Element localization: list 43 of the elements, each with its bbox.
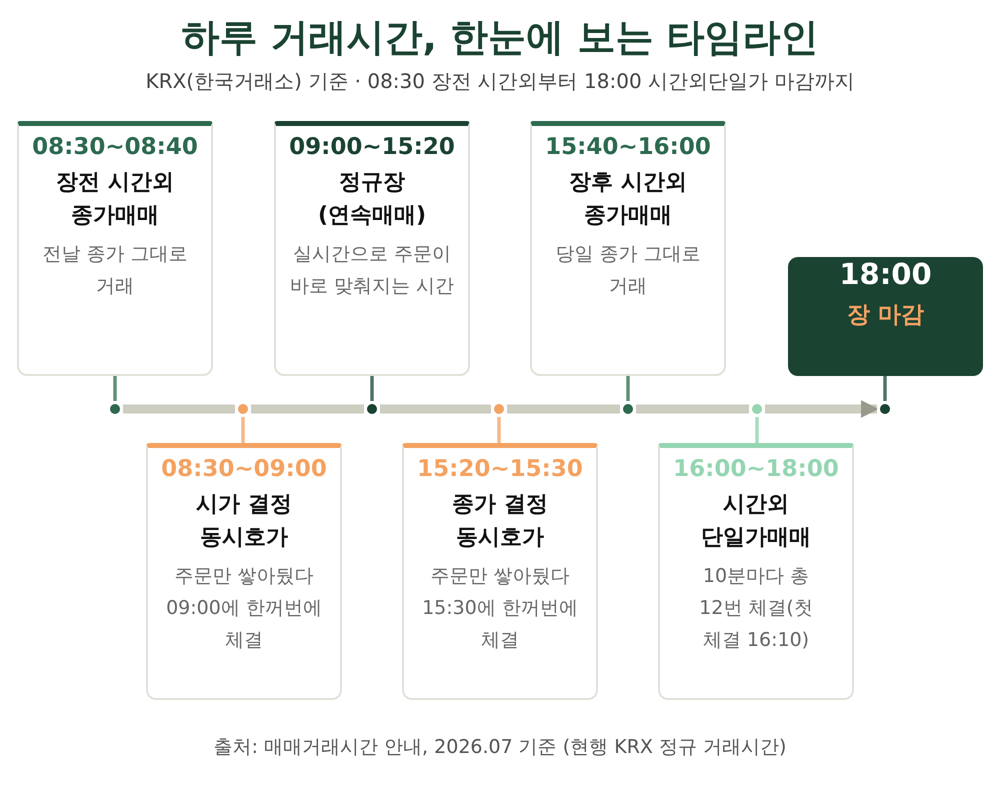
session-card bbox=[17, 121, 213, 376]
session-description: 주문만 쌓아뒀다 09:00에 한꺼번에 체결 bbox=[165, 564, 323, 653]
time-range: 09:00~15:20 bbox=[288, 134, 456, 160]
connector-line bbox=[626, 376, 630, 401]
source-note: 출처: 매매거래시간 안내, 2026.07 기준 (현행 KRX 정규 거래시간) bbox=[212, 735, 788, 760]
session-title: 정규장 (연속매매) bbox=[316, 169, 428, 230]
time-range: 15:20~15:30 bbox=[416, 456, 584, 482]
connector-line bbox=[370, 376, 374, 401]
title: 하루 거래시간, 한눈에 보는 타임라인 bbox=[180, 14, 820, 61]
session-description: 주문만 쌓아뒀다 15:30에 한꺼번에 체결 bbox=[421, 564, 579, 653]
session-card bbox=[658, 443, 854, 700]
session-title: 장후 시간외 종가매매 bbox=[568, 169, 688, 230]
session-card bbox=[274, 121, 470, 376]
timeline-segment bbox=[251, 404, 364, 414]
subtitle: KRX(한국거래소) 기준 · 08:30 장전 시간외부터 18:00 시간외단일가 마감까지 bbox=[144, 68, 856, 95]
session-description: 실시간으로 주문이 바로 맞춰지는 시간 bbox=[288, 242, 456, 299]
session-description: 10분마다 총 12번 체결(첫 체결 16:10) bbox=[698, 564, 814, 653]
time-range: 08:30~09:00 bbox=[160, 456, 328, 482]
time-range: 16:00~18:00 bbox=[672, 456, 840, 482]
connector-line bbox=[497, 417, 501, 443]
timeline-segment bbox=[123, 404, 235, 414]
connector-line bbox=[755, 417, 759, 443]
session-title: 시가 결정 동시호가 bbox=[195, 491, 293, 552]
closing-label: 장 마감 bbox=[846, 301, 925, 330]
connector-line bbox=[113, 376, 117, 401]
session-card bbox=[530, 121, 726, 376]
session-card bbox=[146, 443, 342, 700]
connector-line bbox=[883, 376, 887, 401]
timeline-segment bbox=[507, 404, 620, 414]
session-description: 전날 종가 그대로 거래 bbox=[41, 242, 189, 299]
time-range: 15:40~16:00 bbox=[544, 134, 712, 160]
session-description: 당일 종가 그대로 거래 bbox=[554, 242, 702, 299]
session-title: 장전 시간외 종가매매 bbox=[55, 169, 175, 230]
timeline-segment bbox=[765, 400, 879, 418]
connector-line bbox=[241, 417, 245, 443]
timeline-segment bbox=[636, 404, 749, 414]
session-title: 종가 결정 동시호가 bbox=[451, 491, 549, 552]
session-title: 시간외 단일가매매 bbox=[700, 491, 812, 552]
session-card bbox=[402, 443, 598, 700]
closing-card bbox=[788, 257, 983, 376]
time-range: 18:00 bbox=[838, 257, 933, 291]
timeline-segment bbox=[380, 404, 491, 414]
time-range: 08:30~08:40 bbox=[31, 134, 199, 160]
